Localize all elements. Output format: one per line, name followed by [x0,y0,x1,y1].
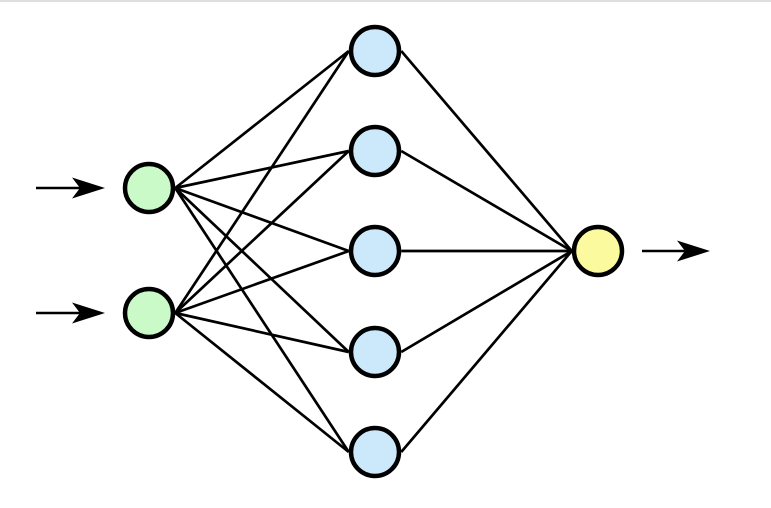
node-output-1 [571,224,625,278]
edge-hidden-2-to-output-1 [400,149,573,253]
edge-input-1-to-hidden-2 [174,149,350,190]
output-arrow [642,240,710,262]
edge-input-1-to-hidden-1 [174,49,350,190]
edge-input-2-to-hidden-2 [174,150,350,314]
edge-hidden-4-to-output-1 [400,249,573,354]
edge-input-2-to-hidden-1 [174,50,350,314]
edge-input-2-to-hidden-4 [174,311,350,354]
edge-input-1-to-hidden-4 [174,187,350,353]
edge-hidden-1-to-output-1 [400,50,573,252]
edge-input-2-to-hidden-3 [174,249,350,315]
node-hidden-5 [348,425,402,479]
top-border-line [0,0,771,2]
edge-hidden-5-to-output-1 [400,250,573,453]
node-input-1 [122,161,176,215]
node-hidden-1 [348,24,402,78]
edge-input-1-to-hidden-3 [174,186,350,253]
node-hidden-4 [348,325,402,379]
arrows-layer [36,177,710,324]
edge-input-1-to-hidden-5 [174,187,350,453]
edge-input-2-to-hidden-5 [174,311,350,454]
input-arrow-1 [36,177,105,199]
output-arrow-arrowhead-icon [677,240,710,262]
input-arrow-2 [36,302,105,324]
input-arrow-2-arrowhead-icon [72,302,105,324]
node-input-2 [122,286,176,340]
edges-layer [174,49,573,454]
node-hidden-3 [348,224,402,278]
input-arrow-1-arrowhead-icon [72,177,105,199]
node-hidden-2 [348,124,402,178]
nodes-layer [122,24,625,479]
